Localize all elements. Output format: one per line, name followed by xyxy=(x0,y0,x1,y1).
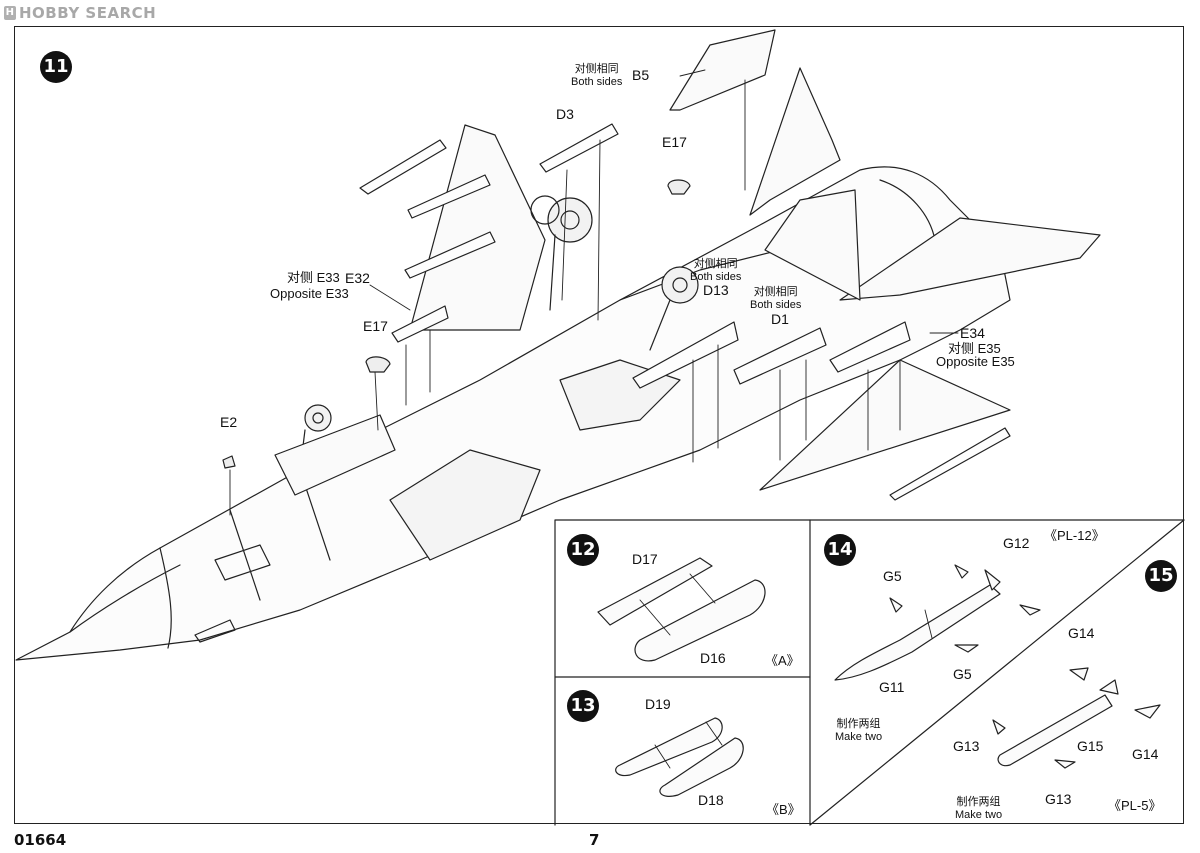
opposite-e33-en: Opposite E33 xyxy=(270,286,349,301)
opposite-e35-en: Opposite E35 xyxy=(936,354,1015,369)
step14-make-two-note: 制作两组 Make two xyxy=(835,718,882,743)
small-parts xyxy=(222,179,691,469)
d1-both-sides-note: 对侧相同 Both sides xyxy=(750,286,801,311)
variant-b: 《B》 xyxy=(766,802,801,817)
step15-make-two-en: Make two xyxy=(955,808,1003,821)
label-d3: D3 xyxy=(556,106,574,122)
aircraft-wings xyxy=(409,29,1101,331)
step14-missile xyxy=(834,564,1041,681)
label-g12: G12 xyxy=(1003,535,1030,551)
opposite-e35-cn: 对侧 xyxy=(948,341,975,356)
step-15-badge: 15 xyxy=(1145,560,1177,592)
gear-note-cn: 对侧相同 xyxy=(693,258,738,270)
label-g5-top: G5 xyxy=(883,568,902,584)
step-13-badge: 13 xyxy=(567,690,599,722)
page-frame xyxy=(14,26,1184,824)
step14-make-two-en: Make two xyxy=(835,730,883,743)
label-d16: D16 xyxy=(700,650,726,666)
label-g5-bottom: G5 xyxy=(953,666,972,682)
label-d13: D13 xyxy=(703,282,729,298)
step14-make-two-cn: 制作两组 xyxy=(836,718,881,730)
variant-pl5: 《PL-5》 xyxy=(1108,798,1162,813)
label-e17-left: E17 xyxy=(363,318,388,334)
opposite-e33-line1: 对侧 E33 xyxy=(287,270,340,286)
opposite-e35-line1: 对侧 E35 xyxy=(948,341,1001,357)
label-d1: D1 xyxy=(771,311,789,327)
gear-both-sides-note: 对侧相同 Both sides xyxy=(690,258,741,283)
label-e17-top: E17 xyxy=(662,134,687,150)
label-b5: B5 xyxy=(632,67,650,83)
panel-borders xyxy=(554,519,1185,826)
label-g11: G11 xyxy=(879,679,905,695)
variant-pl12: 《PL-12》 xyxy=(1044,528,1105,543)
b5-note-en: Both sides xyxy=(571,75,623,88)
step15-missile xyxy=(992,667,1161,769)
label-e2: E2 xyxy=(220,414,238,430)
b5-both-sides-note: 对侧相同 Both sides xyxy=(571,63,622,88)
label-e34: E34 xyxy=(960,325,985,341)
watermark-brand: HOBBY SEARCH xyxy=(19,4,157,22)
opposite-e33-cn: 对侧 xyxy=(287,270,314,285)
page-number: 7 xyxy=(589,831,600,849)
pylons xyxy=(359,123,1011,501)
variant-a: 《A》 xyxy=(765,653,800,668)
leader-lines xyxy=(229,69,959,516)
step-11-badge: 11 xyxy=(40,51,72,83)
landing-gear xyxy=(274,195,699,496)
d1-note-en: Both sides xyxy=(750,298,802,311)
watermark: H HOBBY SEARCH xyxy=(4,4,156,22)
d1-note-cn: 对侧相同 xyxy=(753,286,798,298)
label-g13-bottom: G13 xyxy=(1045,791,1072,807)
label-g15: G15 xyxy=(1077,738,1104,754)
opposite-e33-part: E33 xyxy=(316,270,340,285)
label-d17: D17 xyxy=(632,551,658,567)
step15-make-two-cn: 制作两组 xyxy=(956,796,1001,808)
aircraft-fuselage xyxy=(15,166,1011,661)
part-number: 01664 xyxy=(14,831,67,849)
step15-make-two-note: 制作两组 Make two xyxy=(955,796,1002,821)
step13-parts xyxy=(615,717,744,797)
gear-note-en: Both sides xyxy=(690,270,742,283)
label-d19: D19 xyxy=(645,696,671,712)
hobby-search-logo-icon: H xyxy=(4,6,16,20)
b5-note-cn: 对侧相同 xyxy=(574,63,619,75)
label-d18: D18 xyxy=(698,792,724,808)
step-14-badge: 14 xyxy=(824,534,856,566)
label-g13-left: G13 xyxy=(953,738,980,754)
label-g14-bottom: G14 xyxy=(1132,746,1159,762)
step12-parts xyxy=(597,557,766,662)
step-12-badge: 12 xyxy=(567,534,599,566)
label-e32: E32 xyxy=(345,270,370,286)
label-g14-top: G14 xyxy=(1068,625,1095,641)
opposite-e35-part: E35 xyxy=(977,341,1001,356)
